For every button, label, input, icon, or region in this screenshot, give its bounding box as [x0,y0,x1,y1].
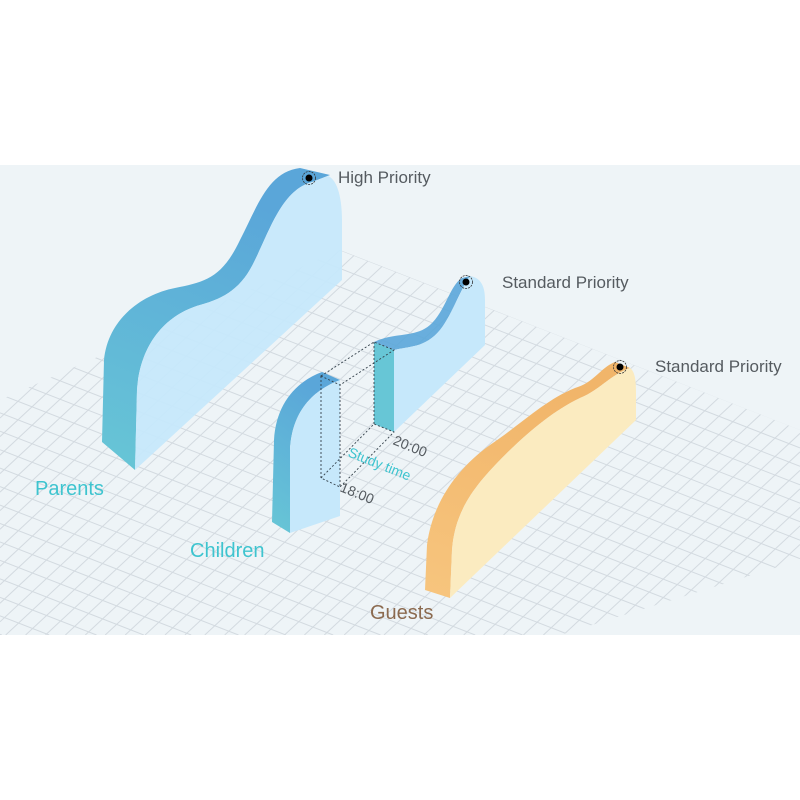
grid-line [0,250,800,486]
grid-line [0,541,239,635]
grid-line [0,430,523,635]
priority-label-parents: High Priority [338,168,431,187]
grid-line [184,250,691,635]
grid-line [0,578,144,635]
grid-line [104,250,611,635]
priority-label-children: Standard Priority [502,273,629,292]
grid-line [602,451,800,635]
grid-line [25,250,532,635]
grid-line [0,250,492,623]
grid-line [5,250,512,635]
parents-wall [102,168,342,470]
grid-line [0,596,97,635]
grid-line [0,467,428,635]
guests-wall [425,362,636,598]
grid-line [0,633,2,635]
grid-line [562,414,800,635]
label-guests: Guests [370,602,434,624]
priority-marker-children [459,275,473,289]
grid-line [0,504,334,635]
grid-line [284,250,791,635]
grid-line [0,559,192,635]
grid-line [74,250,800,449]
grid-line [0,250,472,604]
grid-line [582,433,800,635]
grid-line [523,377,800,635]
grid-line [543,395,800,635]
priority-label-guests: Standard Priority [655,357,782,376]
grid-line [264,250,771,635]
priority-marker-parents [302,171,316,185]
grid-line [204,250,711,635]
label-parents: Parents [35,478,104,500]
grid-line [0,449,476,635]
label-children: Children [190,540,265,562]
grid-line [0,486,381,635]
priority-marker-guests [613,360,627,374]
grid-line [244,250,751,635]
study-time-box [320,341,395,488]
grid-line [0,523,286,635]
grid-line [27,250,800,467]
grid-line [0,615,50,635]
children-wall [272,276,485,533]
grid-line [224,250,731,635]
